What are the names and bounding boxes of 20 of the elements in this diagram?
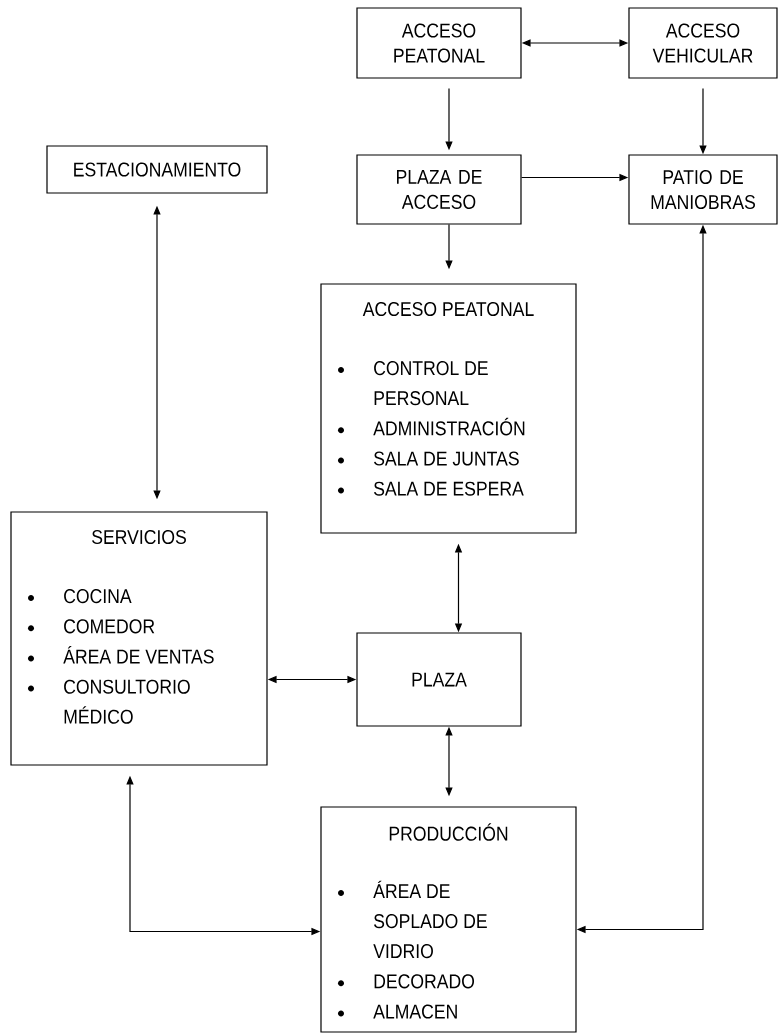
list-item: ÁREA DE SOPLADO DE VIDRIO [373,880,487,959]
process-box: ACCESO VEHICULAR [628,7,778,79]
process-box: ESTACIONAMIENTO [46,145,268,194]
list-item: CONTROL DE PERSONAL [374,361,488,406]
process-box: PLAZA DE ACCESO [356,154,522,225]
list-item: SALA DE ESPERA [374,481,524,496]
list-item: CONSULTORIO MÉDICO [64,679,190,724]
list-item: SALA DE JUNTAS [374,451,519,466]
list-item: DECORADO [374,974,475,989]
process-box: PLAZA [356,632,522,727]
list-item: ADMINISTRACIÓN [373,417,525,436]
process-box: ACCESO PEATONAL [356,7,522,79]
list-item: ALMACEN [373,1004,457,1019]
box-heading: SERVICIOS [92,529,186,545]
list-item: COMEDOR [64,619,155,634]
list-item: ÁREA DE VENTAS [63,646,214,664]
box-heading: ACCESO PEATONAL [362,301,534,317]
process-box: PATIO DE MANIOBRAS [628,154,778,225]
box-heading: PRODUCCIÓN [389,823,508,841]
list-item: COCINA [64,589,132,604]
